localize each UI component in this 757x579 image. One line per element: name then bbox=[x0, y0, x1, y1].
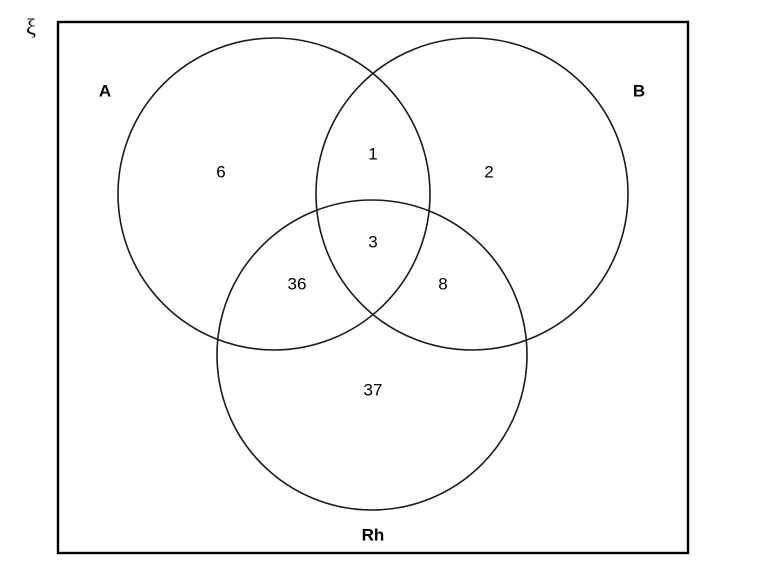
region-value-b-only: 2 bbox=[484, 162, 493, 181]
region-value-a-b-rh: 3 bbox=[368, 232, 377, 251]
region-value-b-and-rh-only: 8 bbox=[438, 274, 447, 293]
region-value-rh-only: 37 bbox=[364, 380, 383, 399]
region-value-a-and-b-only: 1 bbox=[368, 144, 377, 163]
universe-symbol-label: ξ bbox=[26, 14, 36, 39]
set-label-b: B bbox=[633, 81, 645, 100]
region-value-a-and-rh-only: 36 bbox=[288, 274, 307, 293]
set-circle-rh bbox=[216, 199, 528, 511]
set-circle-b bbox=[315, 37, 629, 351]
set-circle-a bbox=[117, 37, 431, 351]
set-label-rh: Rh bbox=[362, 525, 385, 544]
region-value-a-only: 6 bbox=[216, 162, 225, 181]
set-label-a: A bbox=[99, 81, 111, 100]
universe-rectangle bbox=[56, 20, 690, 555]
